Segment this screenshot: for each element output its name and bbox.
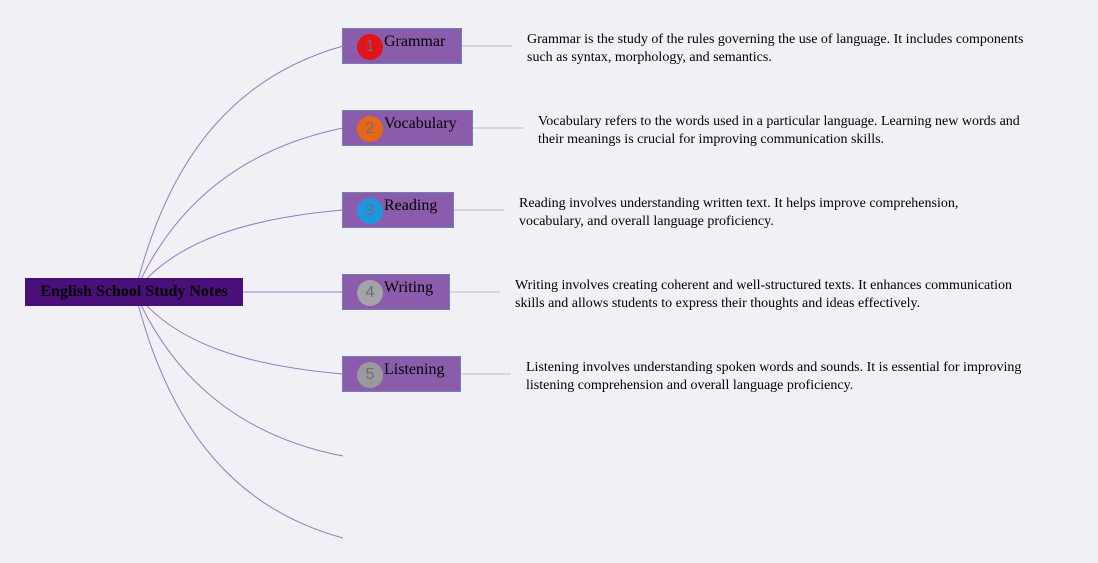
branch-curve-5 [134,291,344,375]
branch-curve-1 [134,45,344,293]
topic-description-grammar: Grammar is the study of the rules govern… [527,32,1024,65]
topic-listening[interactable]: 5 Listening [342,356,461,392]
root-label: English School Study Notes [40,283,228,300]
topic-vocabulary[interactable]: 2 Vocabulary [342,110,473,146]
topic-number-badge: 1 [357,34,383,60]
branch-curve-6 [134,291,344,457]
topic-grammar[interactable]: 1 Grammar [342,28,462,64]
topic-description-listening: Listening involves understanding spoken … [526,360,1022,393]
topic-number-badge: 4 [357,280,383,306]
root-node[interactable]: English School Study Notes [25,278,243,306]
topic-label: Grammar [384,33,446,50]
topic-label: Writing [384,279,434,296]
topic-number-badge: 3 [357,198,383,224]
topic-writing[interactable]: 4 Writing [342,274,450,310]
topic-description-reading: Reading involves understanding written t… [519,196,959,229]
branch-curve-2 [134,127,344,293]
topic-number-badge: 5 [357,362,383,388]
topic-label: Reading [384,197,438,214]
topic-label: Listening [384,361,445,378]
topic-description-vocabulary: Vocabulary refers to the words used in a… [538,114,1020,147]
topic-number-badge: 2 [357,116,383,142]
topic-reading[interactable]: 3 Reading [342,192,454,228]
topic-description-writing: Writing involves creating coherent and w… [515,278,1013,311]
branch-curve-7 [134,291,344,539]
branch-curve-3 [134,209,344,293]
topic-label: Vocabulary [384,115,457,132]
